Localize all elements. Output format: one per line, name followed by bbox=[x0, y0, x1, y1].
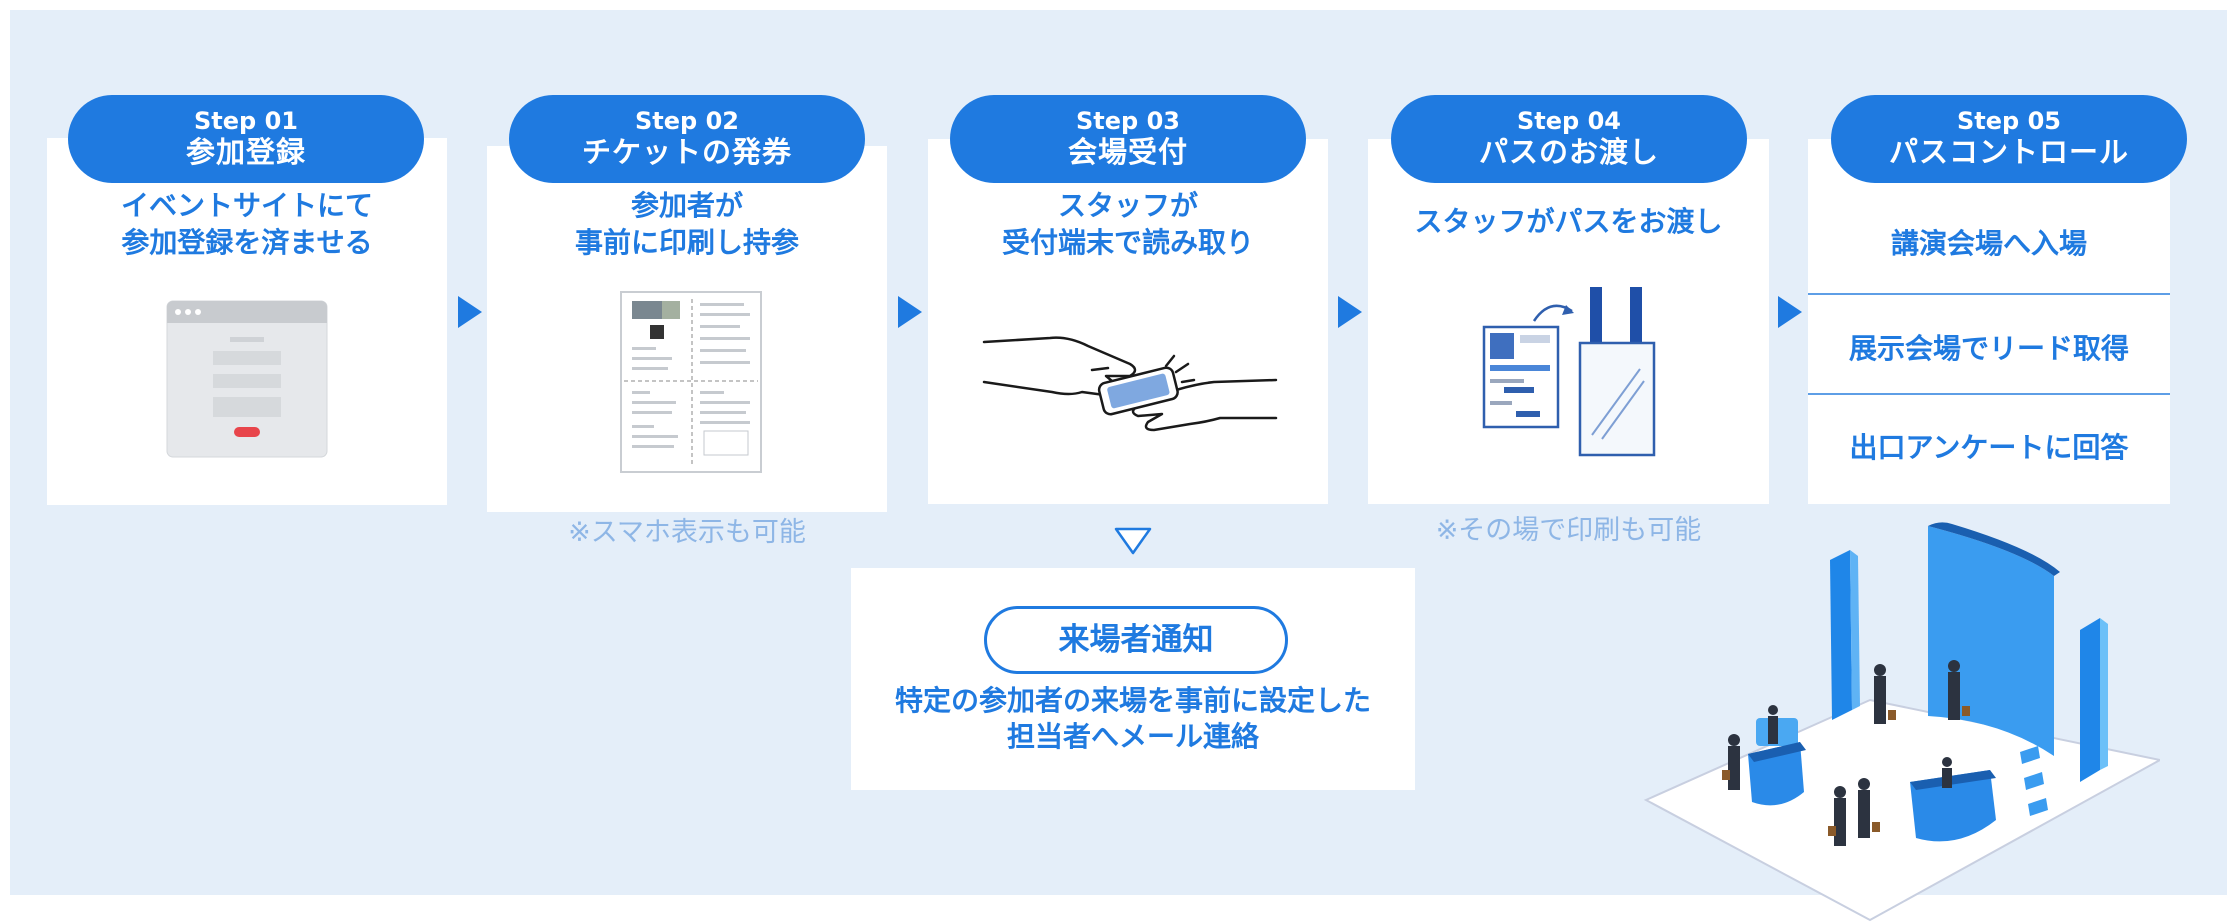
notification-title: 来場者通知 bbox=[984, 606, 1288, 674]
step-05-header: Step 05 パスコントロール bbox=[1831, 95, 2187, 183]
printed-ticket-icon bbox=[620, 291, 762, 473]
step-02-title: チケットの発券 bbox=[581, 135, 792, 169]
step-01-number: Step 01 bbox=[194, 107, 298, 135]
pass-control-item-survey: 出口アンケートに回答 bbox=[1849, 431, 2129, 464]
step-05-title: パスコントロール bbox=[1888, 135, 2129, 169]
step-03-description: スタッフが 受付端末で読み取り bbox=[1001, 189, 1254, 259]
step-02-number: Step 02 bbox=[635, 107, 739, 135]
step-03-header: Step 03 会場受付 bbox=[950, 95, 1306, 183]
step-03-title: 会場受付 bbox=[1067, 135, 1188, 169]
step-01-title: 参加登録 bbox=[185, 135, 306, 169]
step-01-header: Step 01 参加登録 bbox=[68, 95, 424, 183]
pass-control-divider bbox=[1808, 293, 2170, 295]
step-arrow-1 bbox=[458, 296, 482, 328]
badge-pass-icon bbox=[1482, 287, 1656, 457]
step-03-card bbox=[928, 139, 1328, 504]
pass-control-item-lead: 展示会場でリード取得 bbox=[1848, 332, 2129, 365]
step-arrow-4 bbox=[1778, 296, 1802, 328]
exhibition-booth-illustration bbox=[1643, 522, 2160, 922]
step-03-number: Step 03 bbox=[1076, 107, 1180, 135]
step-arrow-3 bbox=[1338, 296, 1362, 328]
registration-form-icon bbox=[166, 300, 328, 458]
step-04-title: パスのお渡し bbox=[1478, 135, 1659, 169]
step-04-note: ※その場で印刷も可能 bbox=[1435, 515, 1702, 546]
step-arrow-2 bbox=[898, 296, 922, 328]
step-04-header: Step 04 パスのお渡し bbox=[1391, 95, 1747, 183]
phone-scan-handoff-icon bbox=[982, 336, 1278, 432]
pass-control-item-entry: 講演会場へ入場 bbox=[1890, 227, 2087, 260]
pass-control-divider bbox=[1808, 393, 2170, 395]
step-04-card bbox=[1368, 139, 1769, 504]
notification-box bbox=[851, 568, 1415, 790]
notification-description: 特定の参加者の来場を事前に設定した 担当者へメール連絡 bbox=[894, 684, 1371, 753]
step-02-header: Step 02 チケットの発券 bbox=[509, 95, 865, 183]
step-04-number: Step 04 bbox=[1517, 107, 1621, 135]
step-02-note: ※スマホ表示も可能 bbox=[568, 517, 806, 548]
step-02-description: 参加者が 事前に印刷し持参 bbox=[574, 189, 799, 259]
step-04-description: スタッフがパスをお渡し bbox=[1414, 205, 1723, 238]
step-01-description: イベントサイトにて 参加登録を済ませる bbox=[120, 189, 373, 259]
step-05-number: Step 05 bbox=[1957, 107, 2061, 135]
down-triangle-icon bbox=[1114, 527, 1152, 555]
step-05-card bbox=[1808, 139, 2170, 504]
